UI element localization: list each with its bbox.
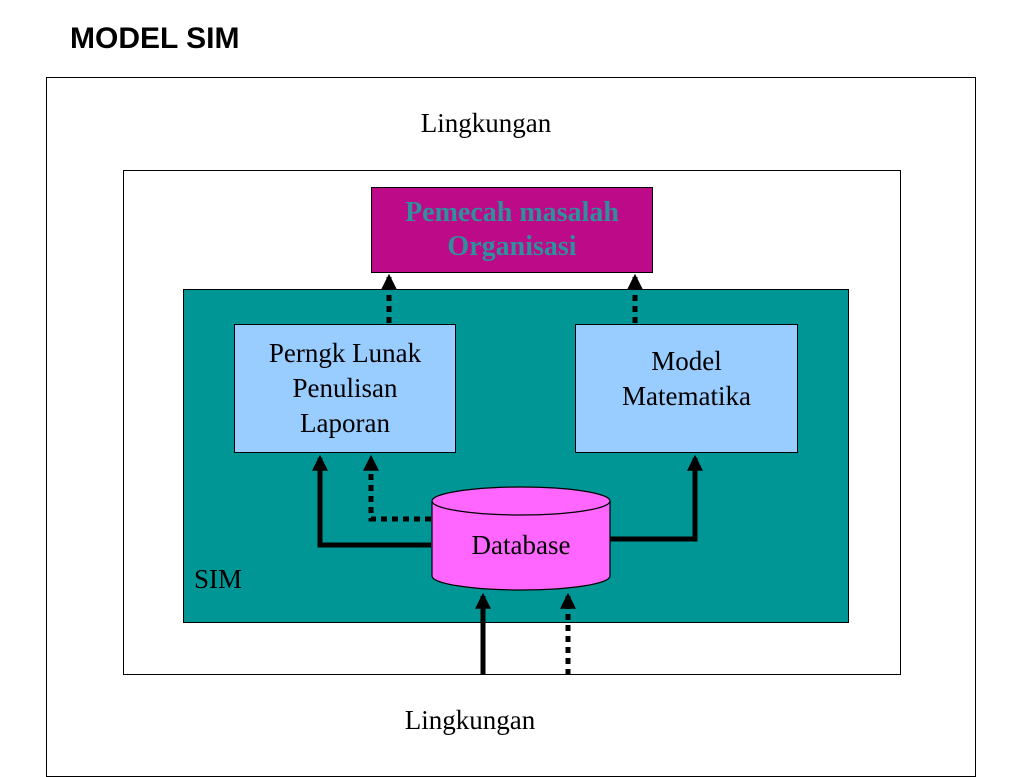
- problem-solver-line-2: Organisasi: [447, 231, 577, 262]
- problem-solver-line-1: Pemecah masalah: [405, 197, 619, 228]
- report-software-box: Perngk Lunak Penulisan Laporan: [234, 324, 456, 453]
- database-body: [431, 501, 611, 591]
- slide-title: MODEL SIM: [70, 22, 240, 55]
- math-model-line-2: Matematika: [622, 380, 751, 411]
- arrow-db-to-report-solid: [311, 454, 431, 548]
- environment-label-bottom: Lingkungan: [404, 705, 536, 735]
- math-model-line-1: Model: [651, 345, 722, 376]
- math-model-box: Model Matematika: [575, 324, 798, 453]
- arrow-db-to-report-dotted: [362, 454, 431, 522]
- environment-label-top: Lingkungan: [420, 108, 552, 138]
- database-top: [431, 486, 611, 516]
- report-software-line-2: Penulisan: [292, 373, 398, 403]
- arrow-db-to-math: [610, 454, 704, 542]
- database-label: Database: [471, 530, 571, 560]
- sim-label: SIM: [194, 564, 243, 594]
- report-software-line-3: Laporan: [300, 408, 390, 438]
- problem-solver-box: Pemecah masalah Organisasi: [371, 187, 653, 273]
- report-software-line-1: Perngk Lunak: [268, 338, 422, 368]
- database-cylinder: [431, 486, 611, 591]
